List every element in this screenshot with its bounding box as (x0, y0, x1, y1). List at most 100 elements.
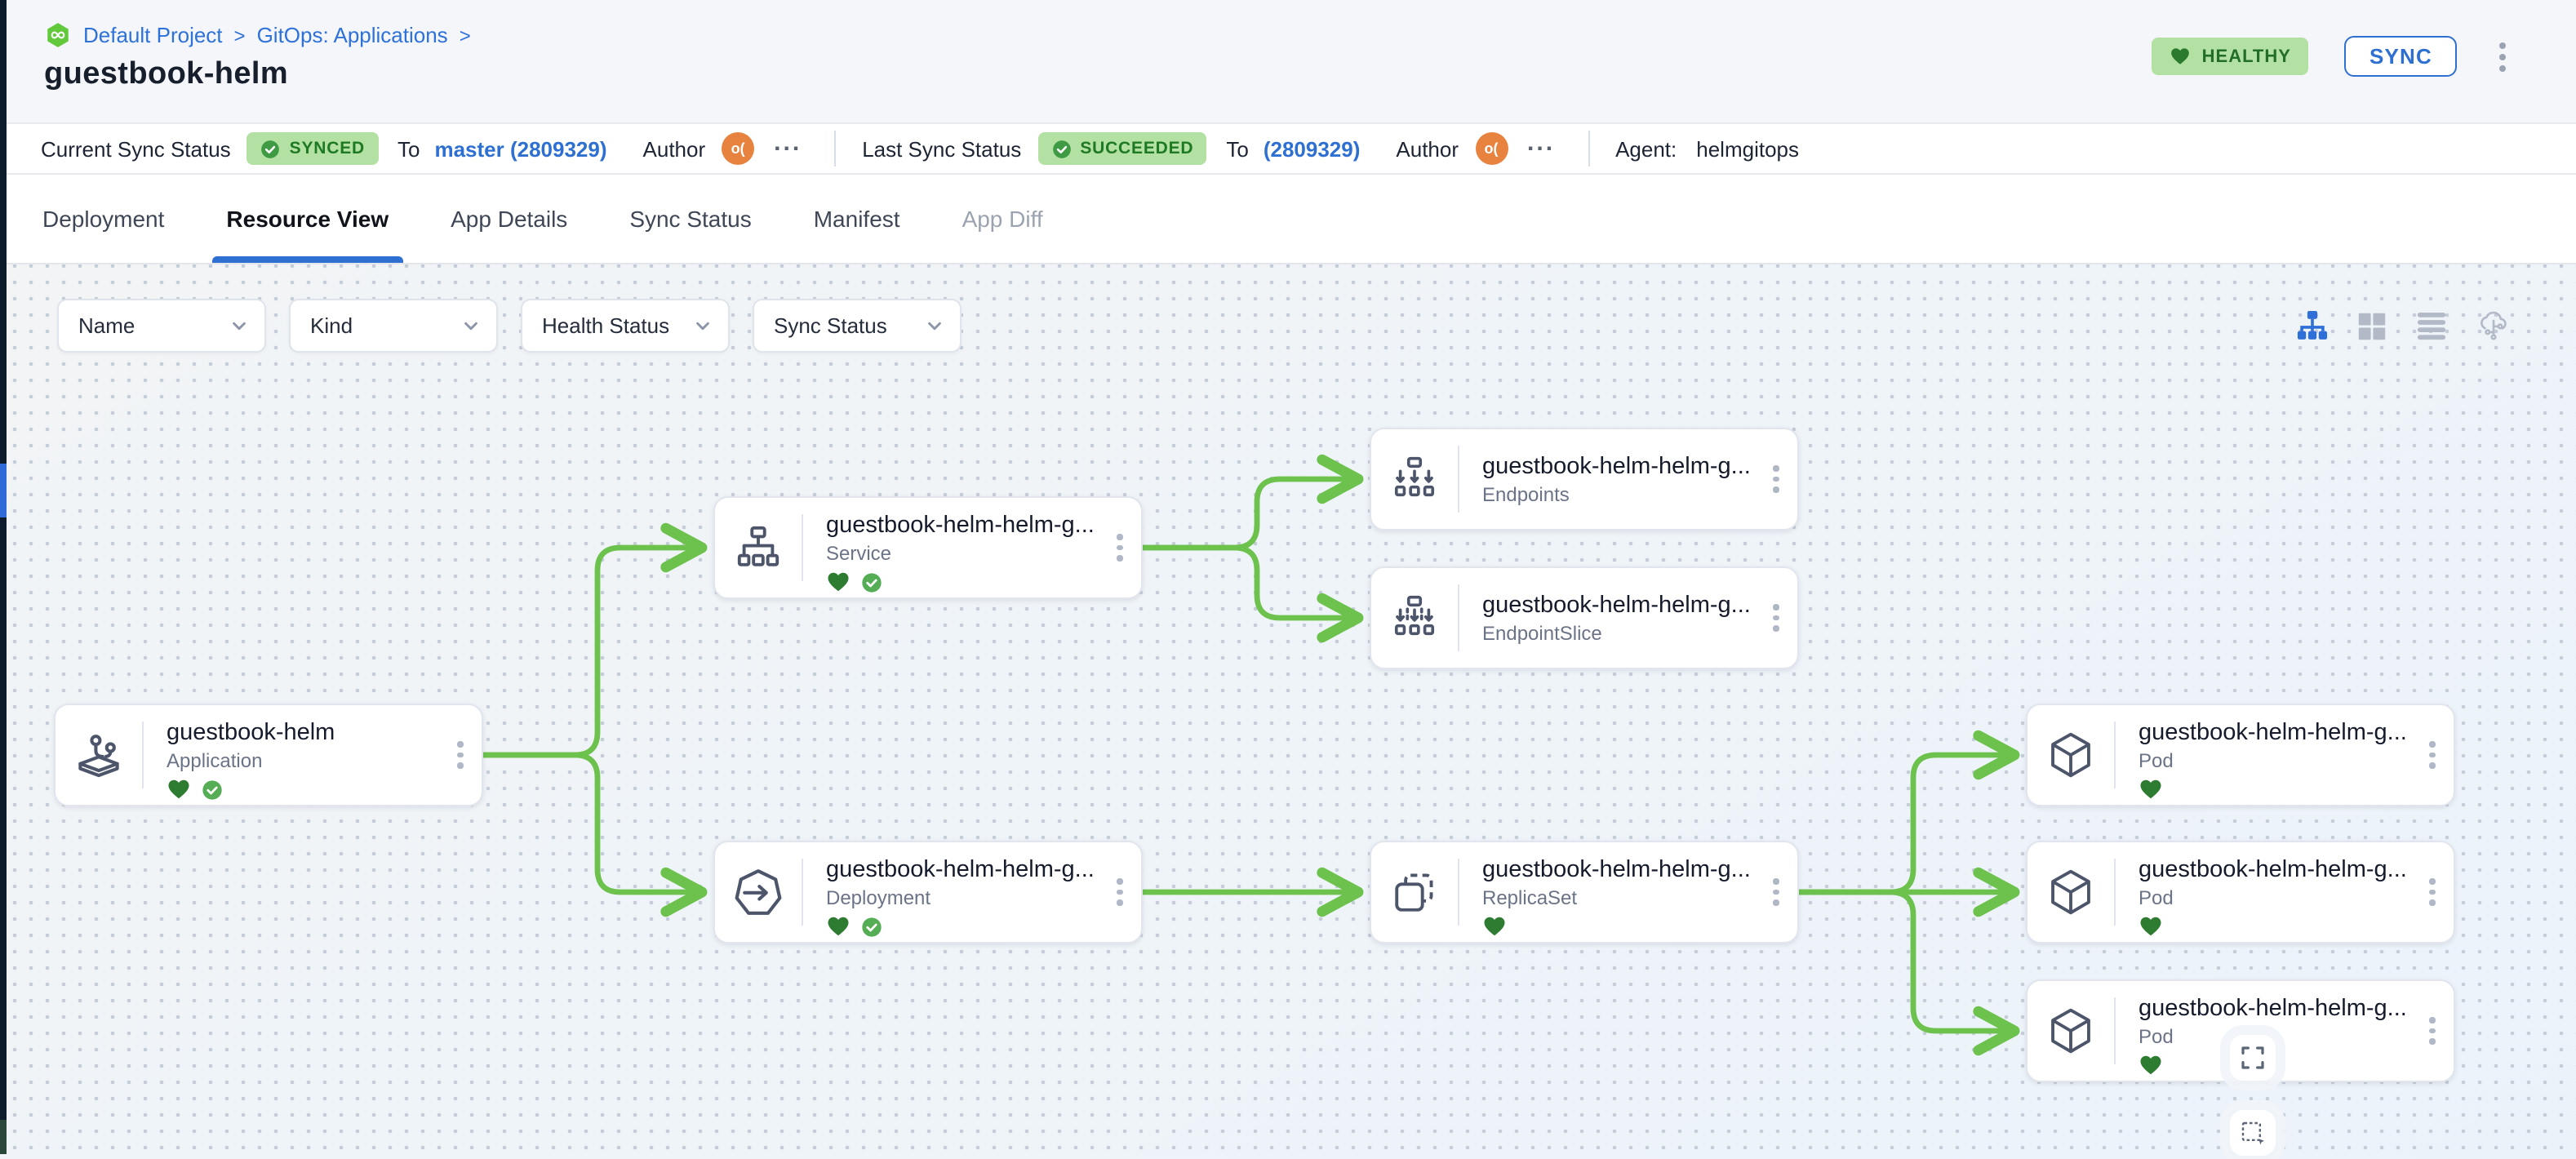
tab-app-details[interactable]: App Details (451, 206, 568, 232)
heart-icon (2170, 46, 2191, 67)
kebab-menu-icon[interactable] (2411, 705, 2454, 805)
resource-graph-canvas[interactable]: Name Kind Health Status Sync Status guestbo… (0, 264, 2576, 1159)
last-revision-link[interactable]: (2809329) (1263, 136, 1361, 161)
cluster-view-button[interactable] (2476, 309, 2511, 343)
node-body: guestbook-helm-helm-g...Endpoints (1459, 429, 1755, 529)
filter-dropdown-sync-status[interactable]: Sync Status (753, 299, 962, 353)
sidebar-active-indicator (0, 464, 7, 517)
pod-icon (2027, 705, 2114, 805)
sidebar-bottom-indicator (0, 1120, 7, 1154)
tab-resource-view[interactable]: Resource View (211, 175, 404, 263)
chevron-down-icon (233, 322, 246, 331)
tab-sync-status[interactable]: Sync Status (629, 206, 752, 232)
node-title: guestbook-helm (167, 720, 335, 746)
sync-button[interactable]: SYNC (2344, 36, 2457, 77)
tab-deployment[interactable]: Deployment (42, 206, 165, 232)
graph-edge-application-to-service (480, 522, 708, 758)
breadcrumb-item-project[interactable]: Default Project (83, 23, 223, 47)
kebab-menu-icon[interactable] (439, 705, 482, 805)
more-authors-button[interactable]: ... (1527, 128, 1556, 156)
resource-node-pod-2[interactable]: guestbook-helm-helm-g... Pod (2026, 841, 2455, 944)
node-title: guestbook-helm-helm-g... (2139, 720, 2407, 746)
collapsed-sidebar[interactable] (0, 0, 7, 1154)
endpoints-icon (1371, 429, 1458, 529)
breadcrumb: Default Project > GitOps: Applications > (44, 21, 471, 49)
divider (802, 514, 803, 581)
chevron-down-icon (928, 322, 941, 331)
filter-dropdown-kind[interactable]: Kind (289, 299, 498, 353)
resource-node-replicaset[interactable]: guestbook-helm-helm-g...ReplicaSet (1370, 841, 1799, 944)
divider (1458, 446, 1459, 513)
divider (2114, 859, 2116, 926)
node-status-icons (2139, 914, 2411, 939)
node-status-icons (167, 777, 439, 802)
author-avatar[interactable]: o( (722, 132, 755, 165)
marquee-selection-icon (2241, 1121, 2265, 1145)
check-circle-icon (261, 140, 280, 158)
succeeded-badge-label: SUCCEEDED (1080, 139, 1194, 158)
kebab-menu-icon[interactable] (1755, 429, 1797, 529)
divider (1588, 131, 1590, 167)
node-kind-label: Pod (2139, 886, 2174, 909)
health-status-badge: HEALTHY (2151, 38, 2309, 75)
node-body: guestbook-helm-helm-g...EndpointSlice (1459, 568, 1755, 668)
node-body: guestbook-helm-helm-g...Deployment (803, 842, 1099, 942)
agent-label: Agent: (1615, 136, 1677, 161)
view-toggles (2297, 309, 2511, 343)
node-status-icons (2139, 777, 2411, 802)
gitops-logo-icon (44, 21, 72, 49)
node-status-icons (1482, 914, 1755, 939)
cluster-view-icon (2476, 309, 2511, 343)
author-label: Author (642, 136, 706, 161)
current-revision-link[interactable]: master (2809329) (434, 136, 607, 161)
expand-icon (2241, 1046, 2264, 1069)
health-status-label: HEALTHY (2201, 47, 2291, 66)
divider (142, 722, 144, 788)
breadcrumb-item-applications[interactable]: GitOps: Applications (256, 23, 448, 47)
tree-view-button[interactable] (2297, 310, 2328, 341)
kebab-menu-icon[interactable] (1099, 498, 1141, 597)
tab-manifest[interactable]: Manifest (813, 206, 900, 232)
service-icon (715, 498, 802, 597)
filter-dropdown-name[interactable]: Name (57, 299, 266, 353)
node-kind-label: EndpointSlice (1482, 621, 1602, 644)
node-body: guestbook-helm-helm-g...Pod (2116, 705, 2411, 805)
page-header: Default Project > GitOps: Applications >… (0, 0, 2576, 122)
breadcrumb-separator: > (233, 24, 246, 47)
grid-view-button[interactable] (2357, 311, 2387, 340)
kebab-menu-icon[interactable] (2493, 38, 2512, 74)
resource-node-deployment[interactable]: guestbook-helm-helm-g...Deployment (713, 841, 1143, 944)
kebab-menu-icon[interactable] (1755, 842, 1797, 942)
divider (802, 859, 803, 926)
filter-dropdown-health-status[interactable]: Health Status (521, 299, 730, 353)
node-kind-label: Application (167, 749, 263, 772)
resource-node-pod-1[interactable]: guestbook-helm-helm-g...Pod (2026, 704, 2455, 806)
kebab-menu-icon[interactable] (2411, 842, 2454, 942)
selection-tool-button[interactable] (2230, 1110, 2276, 1156)
tree-view-icon (2297, 310, 2328, 341)
replicaset-icon (1371, 842, 1458, 942)
pod-icon (2027, 981, 2114, 1081)
kebab-menu-icon[interactable] (2411, 981, 2454, 1081)
deployment-icon (715, 842, 802, 942)
divider (2114, 722, 2116, 788)
author-avatar[interactable]: o( (1475, 132, 1508, 165)
check-circle-icon (1052, 140, 1071, 158)
divider (2114, 997, 2116, 1064)
graph-edges (480, 454, 2020, 1056)
resource-node-service[interactable]: guestbook-helm-helm-g...Service (713, 496, 1143, 599)
fit-view-button[interactable] (2230, 1035, 2276, 1081)
to-label: To (398, 136, 420, 161)
kebab-menu-icon[interactable] (1755, 568, 1797, 668)
resource-node-endpointslice[interactable]: guestbook-helm-helm-g...EndpointSlice (1370, 566, 1799, 669)
more-authors-button[interactable]: ... (774, 128, 802, 156)
list-view-button[interactable] (2416, 310, 2447, 341)
node-title: guestbook-helm-helm-g... (2139, 857, 2407, 883)
resource-node-endpoints[interactable]: guestbook-helm-helm-g...Endpoints (1370, 428, 1799, 531)
kebab-menu-icon[interactable] (1099, 842, 1141, 942)
chevron-down-icon (464, 322, 477, 331)
node-kind-label: ReplicaSet (1482, 886, 1578, 909)
node-kind-label: Service (826, 542, 892, 565)
